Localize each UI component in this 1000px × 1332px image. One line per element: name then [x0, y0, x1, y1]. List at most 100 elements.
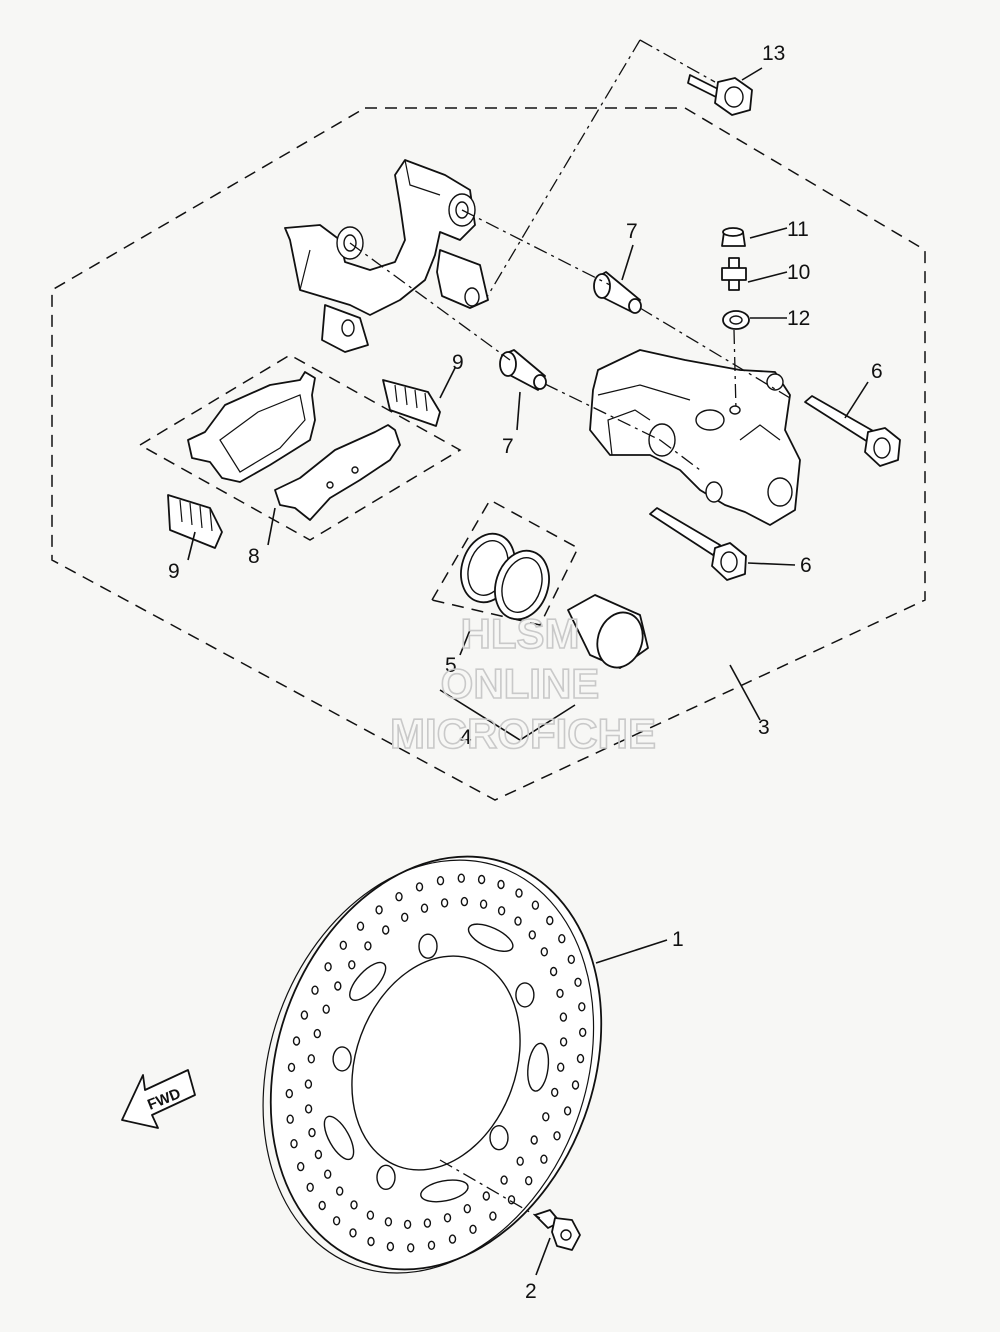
- disc-vent-hole: [477, 874, 486, 885]
- disc-bolt-2: [439, 1159, 581, 1251]
- disc-vent-hole: [500, 1175, 508, 1185]
- disc-vent-hole: [287, 1062, 296, 1073]
- disc-vent-hole: [386, 1241, 395, 1252]
- disc-vent-hole: [551, 1087, 559, 1098]
- callout-6-lower: 6: [800, 554, 812, 577]
- disc-vent-hole: [531, 900, 540, 910]
- watermark-line-3: MICROFICHE: [390, 710, 656, 757]
- callout-7-lower: 7: [502, 435, 514, 458]
- disc-vent-hole: [306, 1182, 314, 1193]
- disc-vent-hole: [382, 925, 390, 935]
- callout-7-upper: 7: [626, 220, 638, 243]
- disc-vent-hole: [366, 1210, 375, 1220]
- disc-vent-hole: [556, 988, 564, 999]
- disc-vent-hole: [530, 1135, 538, 1145]
- callout-2: 2: [525, 1280, 537, 1303]
- disc-vent-hole: [557, 1062, 565, 1072]
- disc-vent-hole: [563, 1106, 572, 1116]
- disc-mount-hole: [515, 982, 535, 1008]
- disc-vent-hole: [553, 1131, 561, 1141]
- callout-labels: 1 2 3 4 5 6 6 7 7 8 9 9 10 11 12 13: [168, 42, 883, 1303]
- disc-lightening-slot: [349, 961, 387, 1001]
- disc-vent-hole: [440, 898, 449, 908]
- caliper-pin-6-upper: [804, 395, 901, 467]
- bolt-13: [687, 74, 753, 116]
- forward-direction-arrow-icon: FWD: [121, 1069, 196, 1129]
- brake-pad-8-front: [274, 424, 401, 521]
- disc-vent-hole: [339, 940, 347, 950]
- disc-vent-hole: [356, 921, 365, 931]
- callout-5: 5: [445, 654, 457, 677]
- disc-vent-hole: [349, 1228, 357, 1238]
- disc-vent-hole: [540, 1154, 548, 1164]
- disc-mount-hole: [332, 1046, 352, 1072]
- disc-vent-hole: [300, 1010, 309, 1020]
- disc-vent-hole: [375, 905, 383, 915]
- disc-vent-hole: [540, 947, 548, 957]
- disc-vent-hole: [559, 1037, 568, 1047]
- disc-vent-hole: [324, 962, 332, 972]
- disc-vent-hole: [574, 977, 582, 987]
- disc-vent-hole: [559, 1012, 568, 1022]
- disc-vent-hole: [463, 1203, 471, 1214]
- disc-lightening-slot: [323, 1115, 355, 1161]
- disc-mount-hole: [489, 1124, 509, 1151]
- disc-vent-hole: [403, 1219, 412, 1230]
- pad-spring-9-upper: [382, 379, 441, 427]
- assembly-center-lines: [349, 39, 791, 471]
- disc-vent-hole: [322, 1004, 330, 1014]
- disc-vent-hole: [525, 1175, 533, 1186]
- disc-vent-hole: [395, 892, 403, 902]
- disc-vent-hole: [436, 876, 445, 886]
- washer-12: [722, 310, 750, 330]
- disc-vent-hole: [297, 1161, 305, 1172]
- pad-spring-9-lower: [167, 494, 223, 549]
- disc-vent-hole: [290, 1138, 298, 1149]
- disc-vent-hole: [457, 873, 465, 883]
- callout-13: 13: [762, 42, 785, 65]
- disc-vent-hole: [348, 960, 356, 970]
- caliper-pin-6-lower: [649, 507, 747, 581]
- disc-vent-hole: [482, 1191, 490, 1201]
- disc-vent-hole: [407, 1243, 415, 1253]
- callout-3: 3: [758, 716, 770, 739]
- disc-vent-hole: [420, 903, 429, 913]
- disc-vent-hole: [350, 1200, 358, 1210]
- callout-12: 12: [787, 307, 810, 330]
- disc-vent-hole: [576, 1053, 585, 1064]
- callout-6-upper: 6: [871, 360, 883, 383]
- disc-vent-hole: [311, 985, 319, 995]
- disc-vent-hole: [497, 906, 506, 916]
- disc-vent-hole: [514, 916, 522, 926]
- disc-vent-hole: [401, 912, 409, 922]
- pin-boot-7-lower: [499, 349, 547, 391]
- callout-9-lower: 9: [168, 560, 180, 583]
- disc-vent-hole: [334, 981, 342, 991]
- disc-vent-hole: [313, 1028, 321, 1039]
- disc-vent-hole: [423, 1218, 432, 1228]
- disc-vent-hole: [448, 1234, 457, 1244]
- disc-vent-hole: [427, 1240, 436, 1251]
- watermark-line-1: HLSM: [461, 610, 580, 657]
- disc-lightening-slot: [527, 1042, 550, 1092]
- disc-vent-hole: [443, 1213, 452, 1223]
- callout-9-upper: 9: [452, 351, 464, 374]
- disc-vent-hole: [546, 915, 554, 926]
- disc-vent-hole: [336, 1186, 344, 1196]
- disc-lightening-slot: [467, 923, 514, 952]
- brake-pad-set-boundary: [138, 354, 462, 541]
- callout-8: 8: [248, 545, 260, 568]
- disc-vent-hole: [367, 1236, 375, 1247]
- bleeder-screw-10: [721, 257, 747, 291]
- disc-mount-hole: [376, 1164, 396, 1191]
- disc-vent-hole: [515, 888, 523, 898]
- brake-pad-8-rear: [187, 371, 316, 483]
- disc-vent-hole: [469, 1224, 477, 1235]
- pin-boot-7-upper: [593, 271, 642, 314]
- disc-vent-hole: [567, 954, 575, 965]
- caliper-body: [589, 349, 801, 526]
- disc-vent-hole: [304, 1079, 313, 1089]
- disc-vent-hole: [460, 896, 469, 907]
- callout-11: 11: [787, 218, 809, 241]
